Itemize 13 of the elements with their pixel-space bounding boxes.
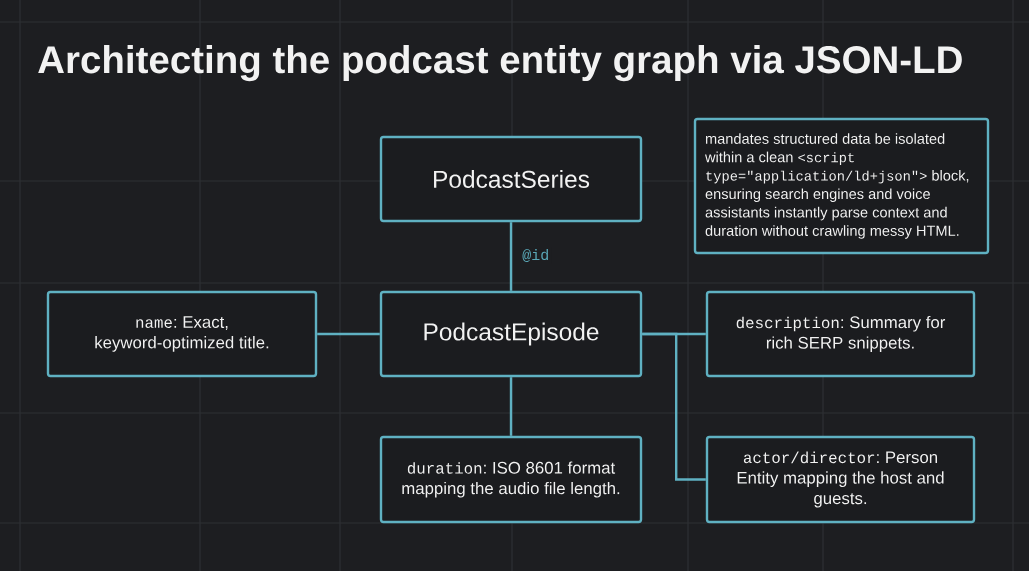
property-box: description: Summary for rich SERP snippets.	[705, 290, 976, 378]
edge-label: @id	[520, 247, 552, 264]
connector	[509, 222, 513, 291]
entity-box: PodcastSeries	[379, 135, 643, 223]
entity-box: PodcastEpisode	[379, 290, 643, 378]
title: Architecting the podcast entity graph via JSON-LD	[38, 45, 962, 82]
property-box: actor/director: Person Entity mapping the host and guests.	[705, 435, 976, 524]
connector	[509, 377, 513, 436]
property-box: duration: ISO 8601 format mapping the audio file length.	[379, 435, 643, 524]
property-box: name: Exact, keyword-optimized title.	[46, 290, 318, 378]
note-box: mandates structured data be isolated within a clean <script type="application/ld+json"> block, ensuring search engines and voice assistants instantly parse context and duration without crawling messy HTML.	[693, 117, 990, 255]
connector	[317, 332, 380, 336]
connector	[642, 332, 706, 481]
